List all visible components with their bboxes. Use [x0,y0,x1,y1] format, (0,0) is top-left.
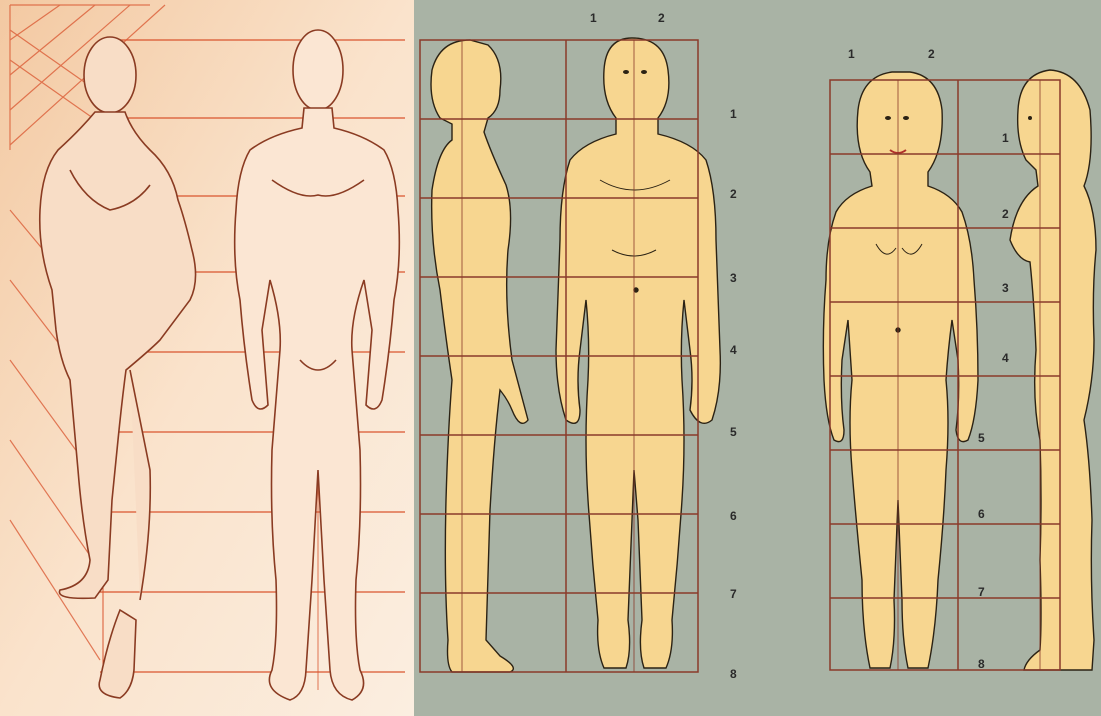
male-row-number-7: 7 [730,587,737,601]
female-column-number-1: 1 [848,47,855,61]
male-row-number-3: 3 [730,271,737,285]
male-row-number-4: 4 [730,343,737,357]
female-proportion-panel: 1 2 1 2 3 4 5 6 7 8 [790,0,1101,716]
female-row-number-4: 4 [1002,351,1009,365]
sketch-panel [0,0,414,716]
male-row-number-1: 1 [730,107,737,121]
male-column-number-2: 2 [658,11,665,25]
female-row-number-5: 5 [978,431,985,445]
male-column-number-1: 1 [590,11,597,25]
female-row-number-2: 2 [1002,207,1009,221]
male-row-number-5: 5 [730,425,737,439]
male-row-number-2: 2 [730,187,737,201]
female-row-number-8: 8 [978,657,985,671]
female-row-number-3: 3 [1002,281,1009,295]
female-row-number-6: 6 [978,507,985,521]
female-column-number-2: 2 [928,47,935,61]
female-row-number-7: 7 [978,585,985,599]
male-proportion-panel: 1 2 1 2 3 4 5 6 7 8 [414,0,790,716]
male-row-number-6: 6 [730,509,737,523]
male-row-number-8: 8 [730,667,737,681]
female-row-number-1: 1 [1002,131,1009,145]
